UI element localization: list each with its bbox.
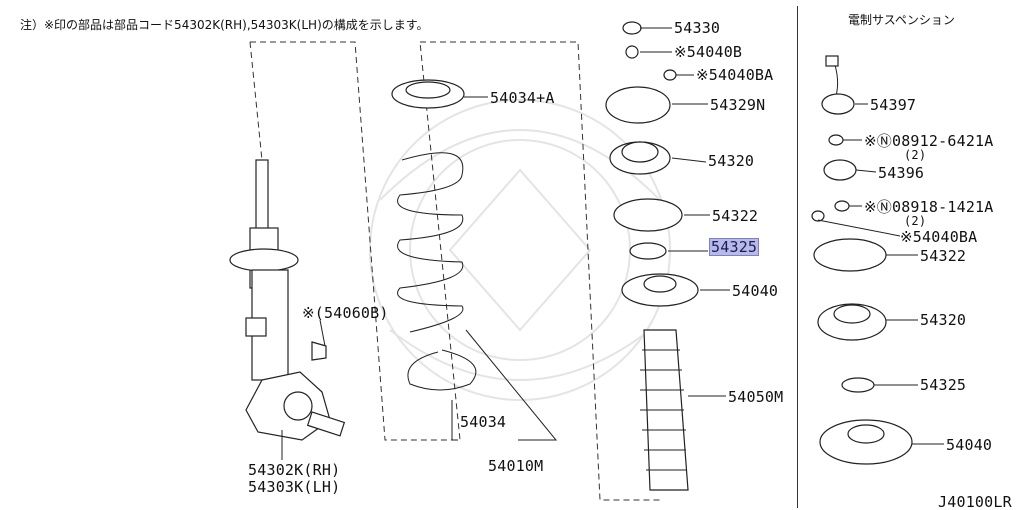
label-54050m[interactable]: 54050M (728, 388, 784, 406)
label-54322[interactable]: 54322 (712, 207, 759, 225)
label-54330[interactable]: 54330 (674, 19, 721, 37)
mount-stack-drawing (605, 21, 699, 491)
label-54040ba[interactable]: ※54040BA (696, 66, 774, 84)
label-54397[interactable]: 54397 (870, 96, 917, 114)
label-54040-right[interactable]: 54040 (946, 436, 993, 454)
leader-lines (281, 27, 944, 460)
label-54303k-lh[interactable]: 54303K(LH) (248, 478, 341, 496)
strut-link-line (249, 41, 263, 161)
label-08912-6421a[interactable]: ※Ⓝ08912-6421A (864, 132, 994, 150)
strut-group-outline (250, 41, 461, 441)
label-08912-qty: (2) (904, 148, 927, 162)
label-54322-right[interactable]: 54322 (920, 247, 967, 265)
label-54329n[interactable]: 54329N (710, 96, 766, 114)
label-54040b[interactable]: ※54040B (674, 43, 743, 61)
label-08918-qty: (2) (904, 214, 927, 228)
component-note: 注）※印の部品は部品コード54302K(RH),54303K(LH)の構成を示し… (20, 18, 429, 32)
section-divider (797, 6, 798, 508)
watermark-emblem (369, 99, 671, 401)
label-54302k-rh[interactable]: 54302K(RH) (248, 461, 341, 479)
label-54040ba-right[interactable]: ※54040BA (900, 228, 978, 246)
label-54034a[interactable]: 54034+A (490, 89, 555, 107)
label-54010m[interactable]: 54010M (488, 457, 544, 475)
label-54034[interactable]: 54034 (460, 413, 507, 431)
label-08918-1421a[interactable]: ※Ⓝ08918-1421A (864, 198, 994, 216)
section-title: 電制サスペンション (848, 13, 955, 27)
figure-id: J40100LR (938, 493, 1012, 510)
label-54320-right[interactable]: 54320 (920, 311, 967, 329)
label-54060b[interactable]: ※(54060B) (302, 304, 389, 322)
label-54325-right[interactable]: 54325 (920, 376, 967, 394)
label-54040[interactable]: 54040 (732, 282, 779, 300)
strut-assembly-drawing (229, 159, 346, 441)
electronic-suspension-drawing (811, 55, 913, 465)
label-54320[interactable]: 54320 (708, 152, 755, 170)
label-54396[interactable]: 54396 (878, 164, 925, 182)
spring-drawing (391, 79, 477, 391)
label-54325-highlighted[interactable]: 54325 (708, 238, 760, 256)
